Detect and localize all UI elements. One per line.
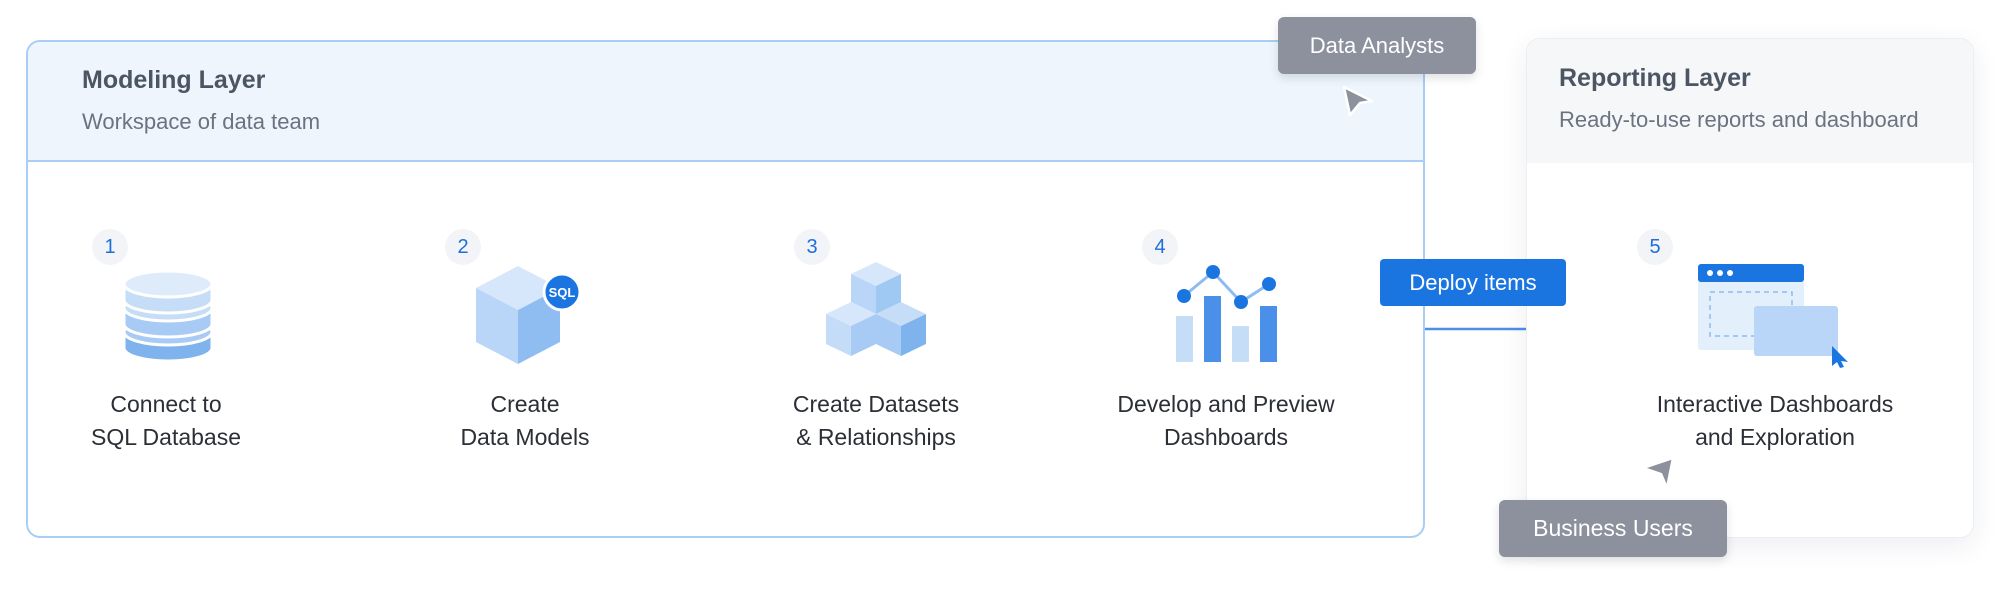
reporting-layer-title: Reporting Layer (1559, 64, 1751, 92)
step-1-label-line1: Connect to (110, 391, 222, 417)
step-4-label: Develop and Preview Dashboards (1076, 388, 1376, 454)
step-2-label-line2: Data Models (460, 424, 590, 450)
analysts-cursor-icon (1342, 85, 1374, 117)
step-1-label: Connect to SQL Database (16, 388, 316, 454)
business-cursor-icon (1641, 456, 1675, 490)
modeling-layer-title: Modeling Layer (82, 66, 266, 94)
step-2-number: 2 (445, 229, 481, 265)
reporting-layer-subtitle: Ready-to-use reports and dashboard (1559, 107, 1919, 132)
sql-badge-text: SQL (549, 285, 576, 300)
modeling-layer-header: Modeling Layer Workspace of data team (28, 42, 1423, 162)
step-3-label: Create Datasets & Relationships (726, 388, 1026, 454)
dashboard-window-icon (1698, 264, 1848, 368)
modeling-layer-panel: Modeling Layer Workspace of data team (26, 40, 1425, 538)
step-5-label-line1: Interactive Dashboards (1656, 391, 1894, 417)
step-1-label-line2: SQL Database (90, 424, 242, 450)
database-icon (122, 269, 214, 363)
step-5-label: Interactive Dashboards and Exploration (1625, 388, 1925, 454)
step-4-number: 4 (1142, 229, 1178, 265)
step-3-label-line2: & Relationships (796, 424, 956, 450)
deploy-items-label: Deploy items (1380, 259, 1566, 306)
modeling-layer-subtitle: Workspace of data team (82, 109, 321, 134)
step-3-number: 3 (794, 229, 830, 265)
reporting-layer-header: Reporting Layer Ready-to-use reports and… (1527, 39, 1973, 163)
bar-line-chart-icon (1176, 265, 1277, 362)
step-4-label-line1: Develop and Preview (1117, 391, 1335, 417)
sql-cube-icon: SQL (476, 266, 582, 364)
business-users-tag: Business Users (1499, 500, 1727, 557)
stacked-cubes-icon (826, 262, 926, 356)
step-3-label-line1: Create Datasets (792, 391, 960, 417)
step-5-number: 5 (1637, 229, 1673, 265)
reporting-layer-panel: Reporting Layer Ready-to-use reports and… (1526, 38, 1974, 538)
data-analysts-tag: Data Analysts (1278, 17, 1476, 74)
step-2-label-line1: Create (490, 391, 560, 417)
step-2-label: Create Data Models (375, 388, 675, 454)
step-4-label-line2: Dashboards (1163, 424, 1289, 450)
step-5-label-line2: and Exploration (1695, 424, 1855, 450)
step-1-number: 1 (92, 229, 128, 265)
